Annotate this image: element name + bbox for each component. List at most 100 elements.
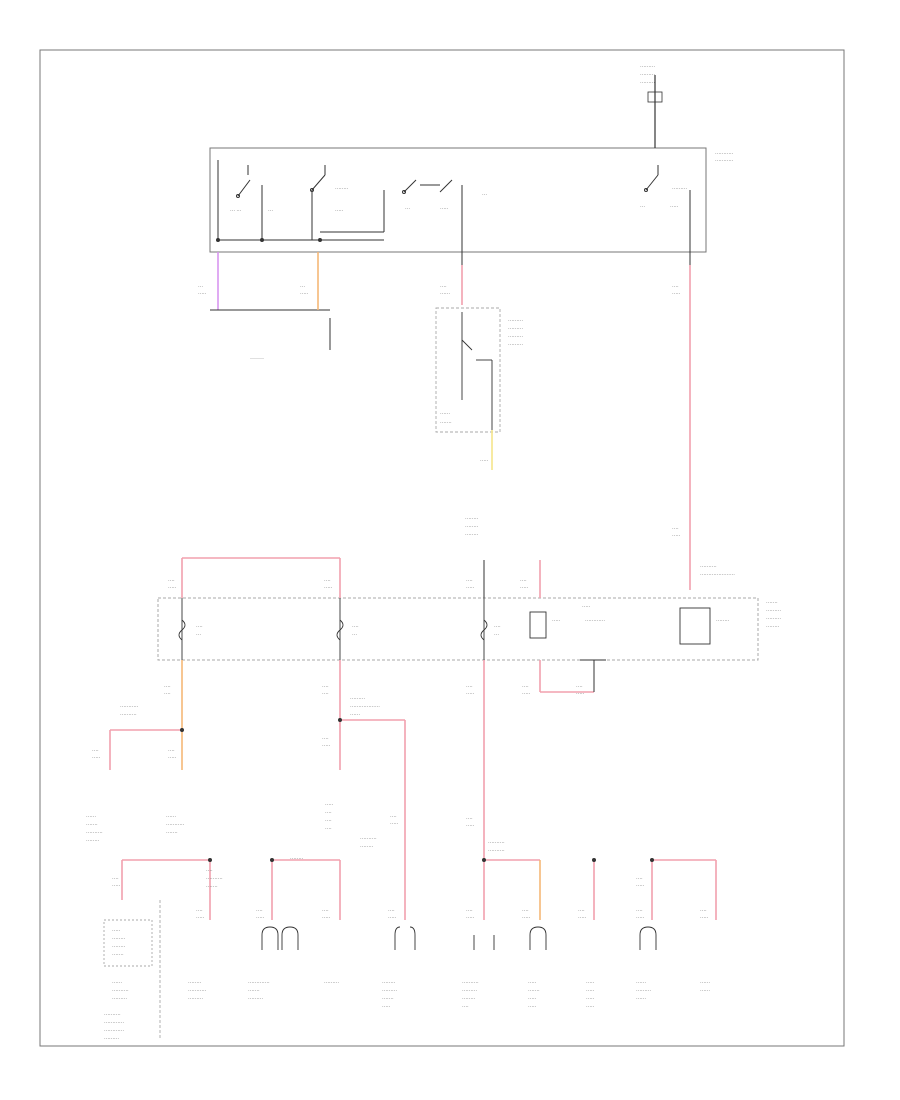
svg-text:····: ···· bbox=[322, 684, 329, 690]
svg-text:····: ···· bbox=[352, 624, 359, 630]
svg-text:········: ········ bbox=[465, 532, 479, 538]
svg-text:········: ········ bbox=[766, 624, 780, 630]
svg-text:···: ··· bbox=[405, 206, 410, 212]
svg-text:·········: ········· bbox=[640, 64, 655, 70]
svg-text:····: ···· bbox=[196, 624, 203, 630]
svg-text:····: ···· bbox=[322, 908, 329, 914]
svg-text:········: ········ bbox=[465, 524, 479, 530]
svg-text:····: ···· bbox=[636, 908, 643, 914]
svg-text:····: ···· bbox=[92, 748, 99, 754]
svg-text:·····: ····· bbox=[522, 915, 531, 921]
svg-text:····: ···· bbox=[164, 684, 171, 690]
svg-text:···········: ··········· bbox=[120, 704, 139, 710]
svg-text:······: ······ bbox=[636, 980, 646, 986]
svg-text:·····: ····· bbox=[586, 996, 595, 1002]
wire-violet-cluster bbox=[210, 252, 330, 311]
svg-text:··········: ·········· bbox=[360, 836, 377, 842]
svg-text:······: ······ bbox=[440, 411, 450, 417]
svg-text:·····: ····· bbox=[466, 915, 475, 921]
svg-text:·········: ········· bbox=[640, 80, 655, 86]
svg-text:·····: ····· bbox=[322, 743, 331, 749]
svg-text:···: ··· bbox=[198, 284, 203, 290]
svg-text:···: ··· bbox=[352, 632, 357, 638]
svg-text:·········: ········· bbox=[508, 342, 523, 348]
svg-text:···········: ··········· bbox=[715, 158, 734, 164]
svg-text:·····: ····· bbox=[520, 585, 529, 591]
svg-text:··········: ·········· bbox=[462, 980, 479, 986]
svg-text:····: ···· bbox=[256, 908, 263, 914]
svg-text:·······: ······· bbox=[86, 822, 98, 828]
svg-text:········: ········ bbox=[188, 980, 202, 986]
svg-text:··········: ·········· bbox=[86, 830, 103, 836]
svg-text:·····: ····· bbox=[586, 988, 595, 994]
svg-text:·····: ····· bbox=[552, 618, 561, 624]
svg-text:··········: ·········· bbox=[488, 840, 505, 846]
svg-text:···: ··· bbox=[300, 284, 305, 290]
svg-text:·······: ······· bbox=[528, 988, 540, 994]
svg-text:·····: ····· bbox=[528, 1004, 537, 1010]
svg-text:·····: ····· bbox=[440, 206, 449, 212]
svg-text:··········: ·········· bbox=[488, 848, 505, 854]
svg-text:·····: ····· bbox=[112, 928, 121, 934]
svg-text:····: ···· bbox=[672, 284, 679, 290]
branch-middle bbox=[338, 660, 406, 920]
svg-text:··················: ·················· bbox=[350, 704, 380, 710]
svg-text:····: ···· bbox=[494, 624, 501, 630]
wire-orange-cluster bbox=[317, 252, 331, 350]
branch-center bbox=[482, 660, 541, 920]
svg-text:······: ······ bbox=[350, 712, 360, 718]
svg-text:·····: ····· bbox=[300, 291, 309, 297]
svg-text:····: ···· bbox=[522, 908, 529, 914]
svg-text:····: ···· bbox=[168, 578, 175, 584]
svg-text:·····: ····· bbox=[586, 980, 595, 986]
svg-text:·····: ····· bbox=[92, 755, 101, 761]
svg-text:·······: ······· bbox=[166, 830, 178, 836]
svg-text:···: ··· bbox=[494, 632, 499, 638]
svg-text:·········: ········· bbox=[462, 988, 477, 994]
svg-text:·····: ····· bbox=[528, 980, 537, 986]
svg-text:········: ········ bbox=[112, 936, 126, 942]
svg-text:·········: ········· bbox=[382, 988, 397, 994]
svg-text:·······: ······· bbox=[766, 600, 778, 606]
svg-text:········: ········ bbox=[335, 186, 349, 192]
svg-text:··········: ·········· bbox=[104, 1012, 121, 1018]
svg-text:·········: ········· bbox=[508, 326, 523, 332]
svg-text:·····: ····· bbox=[672, 291, 681, 297]
svg-text:·····: ····· bbox=[388, 915, 397, 921]
svg-text:·····: ····· bbox=[325, 802, 334, 808]
svg-text:··········: ·········· bbox=[700, 564, 717, 570]
svg-text:·····: ····· bbox=[480, 458, 489, 464]
svg-text:······: ······ bbox=[112, 980, 122, 986]
svg-text:·····: ····· bbox=[466, 823, 475, 829]
svg-text:····: ···· bbox=[325, 810, 332, 816]
svg-text:·········: ········· bbox=[104, 1036, 119, 1042]
svg-text:·····: ····· bbox=[670, 204, 679, 210]
svg-text:········: ········ bbox=[716, 618, 730, 624]
svg-text:·····················: ····················· bbox=[700, 572, 735, 578]
svg-text:········: ········ bbox=[382, 980, 396, 986]
svg-text:····: ···· bbox=[440, 284, 447, 290]
svg-text:····: ···· bbox=[636, 876, 643, 882]
svg-text:··· ···: ··· ··· bbox=[230, 208, 242, 214]
svg-text:·········: ········· bbox=[508, 318, 523, 324]
svg-text:·········: ········· bbox=[350, 696, 365, 702]
svg-text:·········: ········· bbox=[112, 996, 127, 1002]
bottom-branches bbox=[121, 858, 717, 920]
svg-text:········: ········ bbox=[465, 516, 479, 522]
svg-text:····: ···· bbox=[520, 578, 527, 584]
svg-text:·····: ····· bbox=[390, 821, 399, 827]
svg-text:········: ········ bbox=[290, 856, 304, 862]
svg-text:···: ··· bbox=[268, 208, 273, 214]
svg-text:·····: ····· bbox=[168, 585, 177, 591]
svg-text:····: ···· bbox=[196, 908, 203, 914]
svg-text:····: ···· bbox=[576, 684, 583, 690]
svg-text:···: ··· bbox=[640, 204, 645, 210]
svg-text:·····: ····· bbox=[700, 915, 709, 921]
svg-text:····: ···· bbox=[466, 816, 473, 822]
svg-text:·····: ····· bbox=[196, 915, 205, 921]
svg-text:······: ······ bbox=[440, 291, 450, 297]
svg-text:····: ···· bbox=[390, 814, 397, 820]
svg-text:·······: ······· bbox=[248, 988, 260, 994]
svg-text:·········: ········· bbox=[324, 980, 339, 986]
relay-output-loop bbox=[539, 659, 606, 693]
